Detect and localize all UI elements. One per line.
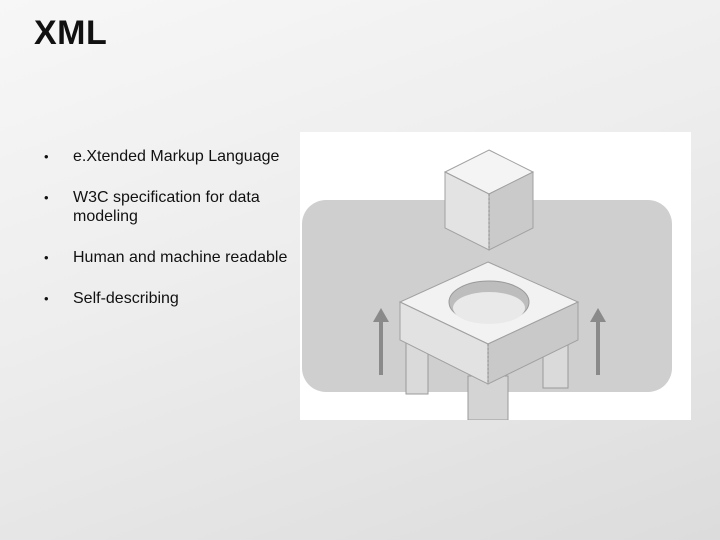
bullet-item: • e.Xtended Markup Language (44, 147, 294, 166)
bullet-item: • Human and machine readable (44, 248, 294, 267)
bullet-item: • W3C specification for data modeling (44, 188, 294, 226)
bullet-text: Self-describing (73, 290, 179, 307)
bullet-list: • e.Xtended Markup Language • W3C specif… (44, 147, 294, 330)
bullet-marker: • (44, 291, 49, 306)
bullet-text: W3C specification for data modeling (73, 189, 260, 225)
cube-and-socket-illustration (300, 132, 691, 421)
bullet-marker: • (44, 190, 49, 205)
bullet-marker: • (44, 149, 49, 164)
bullet-text: Human and machine readable (73, 249, 288, 266)
cube-and-socket-icon (300, 132, 691, 421)
bullet-marker: • (44, 250, 49, 265)
slide-title: XML (34, 14, 108, 52)
bullet-item: • Self-describing (44, 289, 294, 308)
bullet-text: e.Xtended Markup Language (73, 148, 280, 165)
